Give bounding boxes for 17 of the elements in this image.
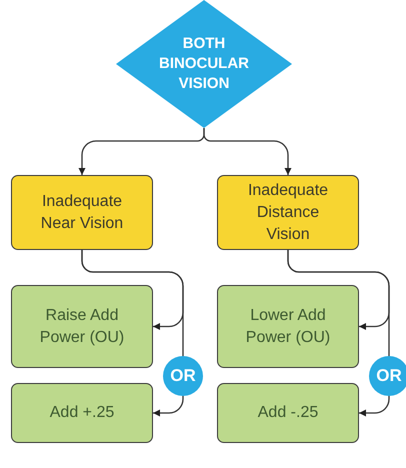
action-box (217, 285, 359, 368)
action-box (217, 383, 359, 443)
node-label: BOTH BINOCULAR VISION (159, 34, 249, 94)
edge-label: OR (163, 356, 203, 396)
node-label: Inadequate Near Vision (40, 192, 124, 234)
action-box (11, 383, 153, 443)
process-box (11, 175, 153, 250)
arrow (203, 128, 292, 175)
node-label: Raise Add Power (OU) (38, 306, 126, 348)
process-box (217, 175, 359, 250)
node-label: Lower Add Power (OU) (244, 306, 332, 348)
action-box (11, 285, 153, 368)
node-label: Add +.25 (50, 403, 114, 423)
node-label: Inadequate Distance Vision (246, 180, 330, 244)
node-label: Add -.25 (258, 403, 318, 423)
edge-label: OR (369, 356, 406, 396)
decision-diamond (116, 0, 292, 128)
